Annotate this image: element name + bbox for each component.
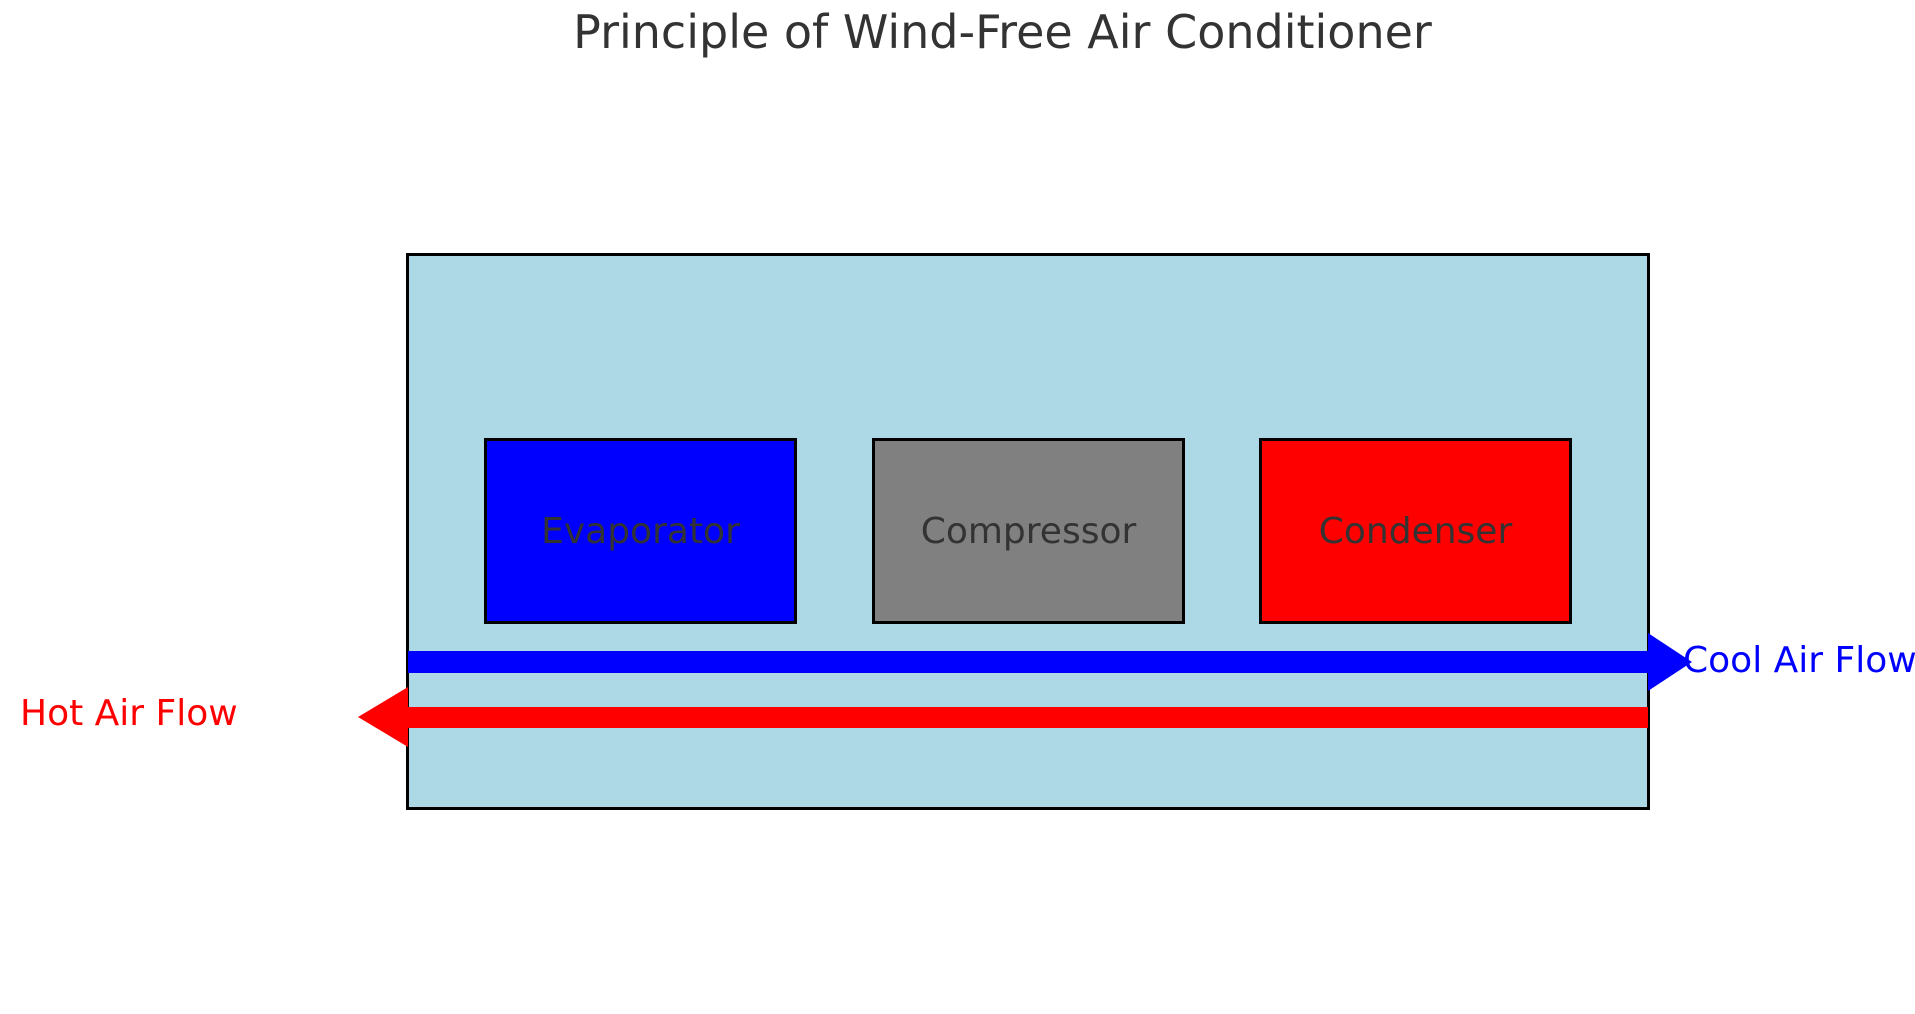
compressor-box: Compressor <box>872 438 1185 624</box>
hot-air-flow-label: Hot Air Flow <box>20 693 238 734</box>
evaporator-label: Evaporator <box>541 510 740 552</box>
compressor-label: Compressor <box>920 510 1137 552</box>
diagram-title: Principle of Wind-Free Air Conditioner <box>573 5 1432 59</box>
cool-air-flow-label: Cool Air Flow <box>1683 640 1915 681</box>
condenser-box: Condenser <box>1259 438 1572 624</box>
condenser-label: Condenser <box>1318 510 1513 552</box>
evaporator-box: Evaporator <box>484 438 797 624</box>
